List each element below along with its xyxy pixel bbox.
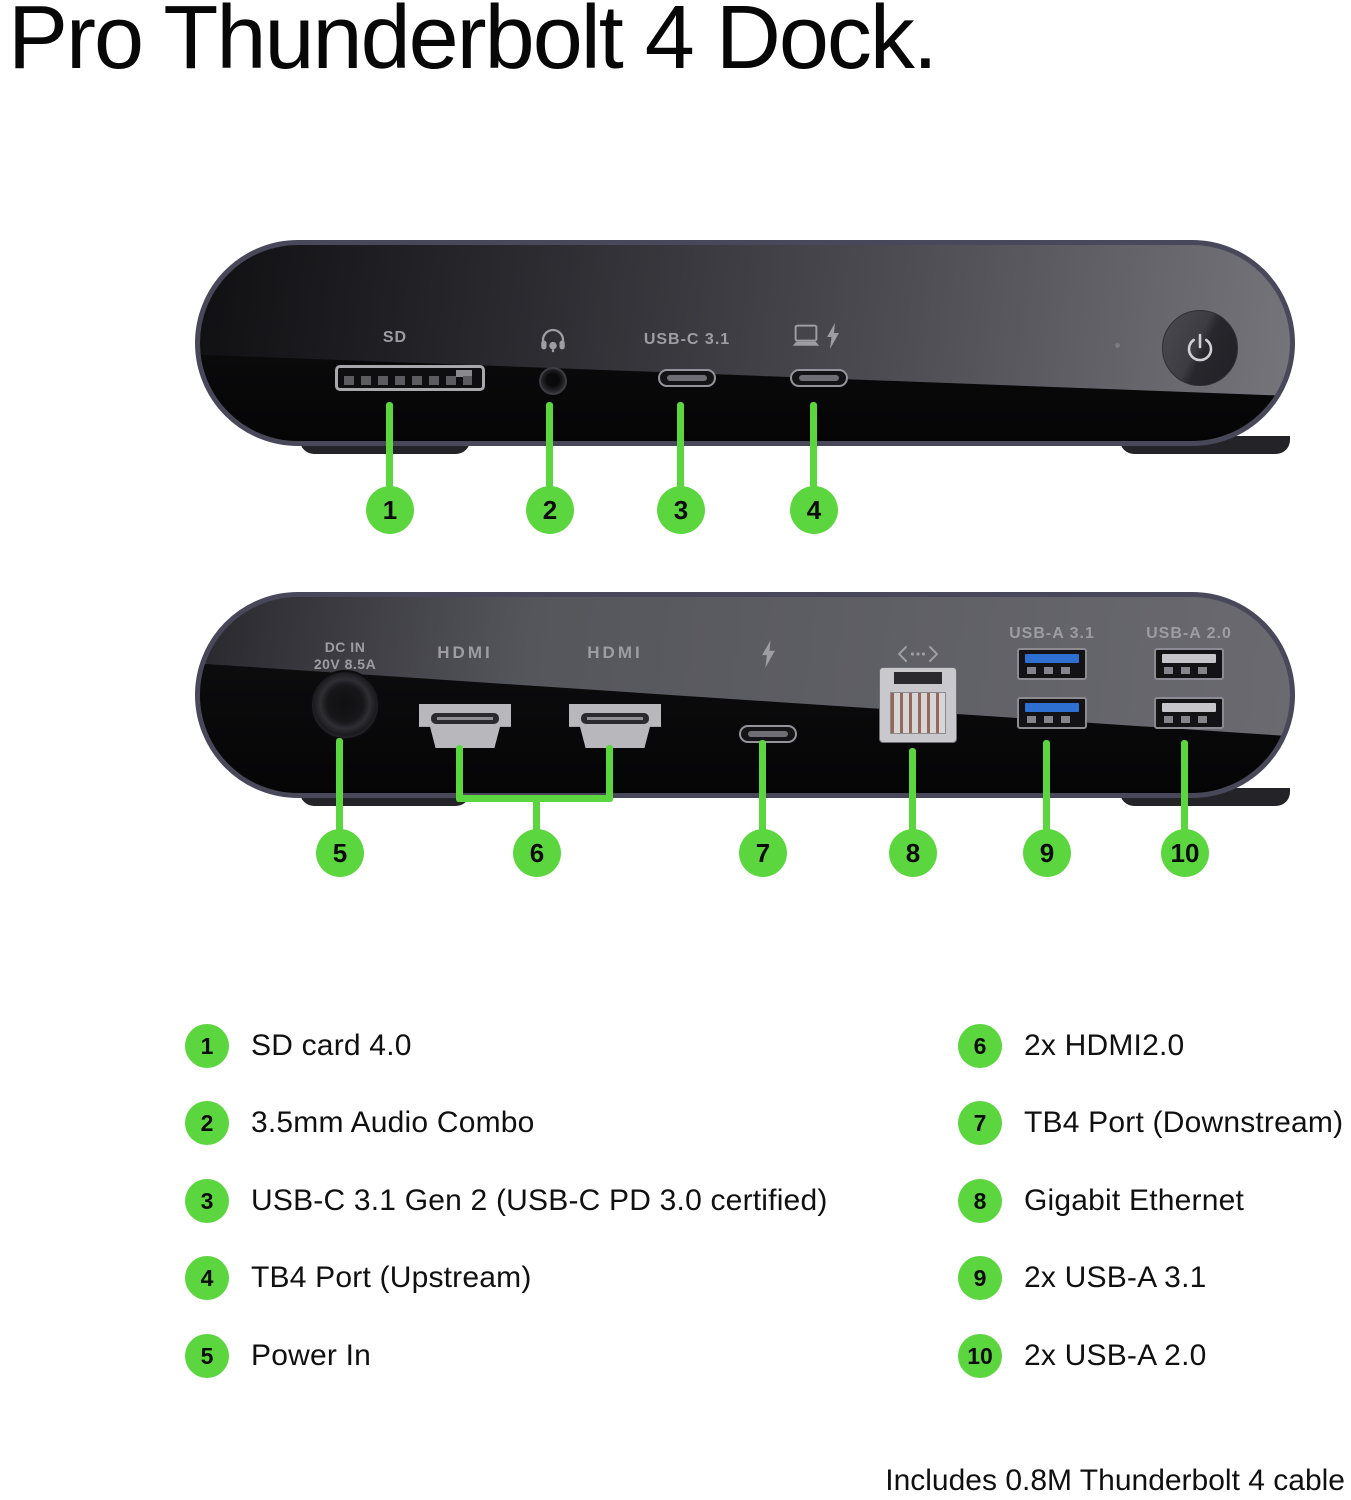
legend-item-6: 6 2x HDMI2.0 — [958, 1024, 1184, 1068]
legend-item-1: 1 SD card 4.0 — [185, 1024, 412, 1068]
tb4-downstream-port — [739, 725, 797, 743]
callout-line-8 — [909, 748, 916, 832]
legend-item-2: 2 3.5mm Audio Combo — [185, 1101, 535, 1145]
callout-bubble-9: 9 — [1023, 829, 1071, 877]
legend-label: USB-C 3.1 Gen 2 (USB-C PD 3.0 certified) — [251, 1184, 828, 1217]
hdmi-port-1 — [419, 704, 511, 748]
usbc-port-label: USB-C 3.1 — [643, 331, 731, 348]
callout-line-7 — [759, 740, 766, 832]
status-led — [1115, 343, 1120, 348]
callout-line-1 — [386, 402, 393, 490]
callout-bubble-10: 10 — [1161, 829, 1209, 877]
callout-bubble-4: 4 — [790, 486, 838, 534]
callout-bubble-3: 3 — [657, 486, 705, 534]
legend-label: 2x USB-A 3.1 — [1024, 1261, 1207, 1294]
lightning-icon — [826, 323, 840, 349]
tb4-upstream-port — [790, 369, 848, 387]
legend-label: TB4 Port (Upstream) — [251, 1261, 532, 1294]
power-button — [1162, 310, 1238, 386]
included-cable-note: Includes 0.8M Thunderbolt 4 cable — [885, 1464, 1345, 1497]
callout-bubble-7: 7 — [739, 829, 787, 877]
callout-line-2 — [546, 402, 553, 490]
thunderbolt-icon — [761, 639, 776, 669]
legend-item-10: 10 2x USB-A 2.0 — [958, 1334, 1207, 1378]
callout-line-6b — [606, 745, 613, 802]
legend-number-badge: 1 — [185, 1024, 229, 1068]
legend-label: SD card 4.0 — [251, 1029, 412, 1062]
legend-label: 2x HDMI2.0 — [1024, 1029, 1185, 1062]
audio-jack-port — [539, 367, 567, 395]
legend-number-badge: 7 — [958, 1101, 1002, 1145]
legend-label: 3.5mm Audio Combo — [251, 1106, 535, 1139]
legend-number-badge: 4 — [185, 1256, 229, 1300]
legend-number-badge: 9 — [958, 1256, 1002, 1300]
usba-20-port-1 — [1154, 648, 1224, 680]
legend-item-5: 5 Power In — [185, 1334, 371, 1378]
usbc-31-port — [658, 369, 716, 387]
ethernet-icon — [896, 645, 940, 663]
legend-item-7: 7 TB4 Port (Downstream) — [958, 1101, 1343, 1145]
sd-slot-label: SD — [382, 329, 408, 346]
callout-line-9 — [1043, 740, 1050, 832]
legend-number-badge: 8 — [958, 1179, 1002, 1223]
callout-bubble-1: 1 — [366, 486, 414, 534]
callout-bubble-2: 2 — [526, 486, 574, 534]
callout-bubble-5: 5 — [316, 829, 364, 877]
callout-bubble-8: 8 — [889, 829, 937, 877]
dc-in-label: DC IN 20V 8.5A — [313, 639, 377, 672]
callout-line-3 — [677, 402, 684, 490]
usba-31-port-1 — [1017, 648, 1087, 680]
usba-20-port-2 — [1154, 697, 1224, 729]
callout-line-4 — [810, 402, 817, 490]
callout-bubble-6: 6 — [513, 829, 561, 877]
callout-stem-6 — [533, 795, 540, 833]
legend-label: TB4 Port (Downstream) — [1024, 1106, 1344, 1139]
dock-rear-view: DC IN 20V 8.5A HDMI HDMI — [195, 592, 1295, 798]
hdmi-port1-label: HDMI — [437, 643, 493, 662]
laptop-icon — [791, 323, 821, 349]
power-icon — [1182, 330, 1218, 366]
hdmi-port-2 — [569, 704, 661, 748]
callout-line-5 — [336, 738, 343, 832]
legend-item-3: 3 USB-C 3.1 Gen 2 (USB-C PD 3.0 certifie… — [185, 1179, 828, 1223]
legend-number-badge: 6 — [958, 1024, 1002, 1068]
dock-front-view: SD USB-C 3.1 — [195, 240, 1295, 446]
legend-label: 2x USB-A 2.0 — [1024, 1339, 1207, 1372]
legend-number-badge: 10 — [958, 1334, 1002, 1378]
legend-label: Gigabit Ethernet — [1024, 1184, 1244, 1217]
sd-card-slot — [335, 365, 485, 391]
headset-icon — [538, 325, 568, 355]
usba20-ports-label: USB-A 2.0 — [1146, 625, 1232, 642]
legend-label: Power In — [251, 1339, 371, 1372]
legend-number-badge: 3 — [185, 1179, 229, 1223]
legend-number-badge: 2 — [185, 1101, 229, 1145]
legend-item-8: 8 Gigabit Ethernet — [958, 1179, 1244, 1223]
usba-31-port-2 — [1017, 697, 1087, 729]
legend-number-badge: 5 — [185, 1334, 229, 1378]
dc-in-port — [310, 670, 380, 740]
callout-line-10 — [1181, 740, 1188, 832]
page-title: Pro Thunderbolt 4 Dock. — [8, 0, 938, 88]
legend-item-9: 9 2x USB-A 3.1 — [958, 1256, 1207, 1300]
ethernet-port — [879, 667, 957, 743]
hdmi-port2-label: HDMI — [587, 643, 643, 662]
legend-item-4: 4 TB4 Port (Upstream) — [185, 1256, 532, 1300]
callout-line-6a — [456, 745, 463, 802]
usba31-ports-label: USB-A 3.1 — [1009, 625, 1095, 642]
